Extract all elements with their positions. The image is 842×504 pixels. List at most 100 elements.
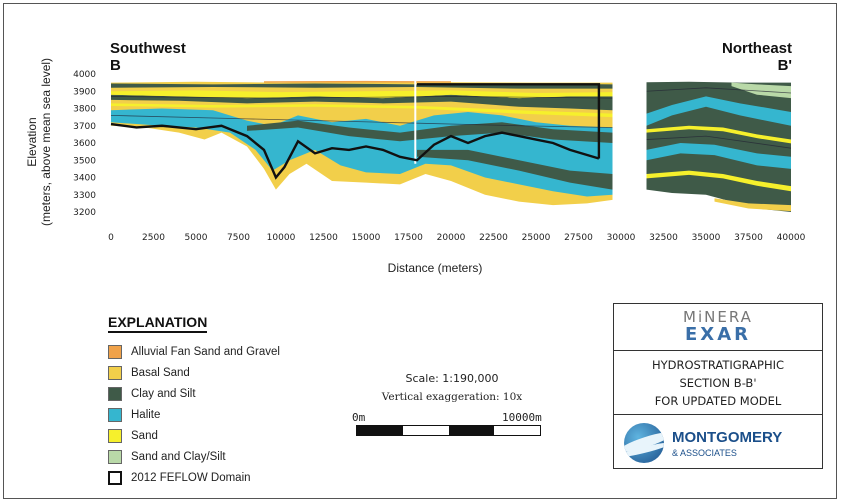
legend-item: Sand and Clay/Silt (108, 446, 348, 467)
x-tick-label: 20000 (437, 233, 466, 243)
x-tick-label: 17500 (394, 233, 423, 243)
feflow-domain-base-line (110, 122, 600, 180)
layer-boundary-line (110, 96, 613, 99)
legend-item: Sand (108, 425, 348, 446)
legend-label: Basal Sand (131, 366, 190, 379)
x-tick-label: 30000 (607, 233, 636, 243)
clay-silt-layer (111, 94, 613, 111)
x-tick-label: 40000 (777, 233, 806, 243)
x-axis-label: Distance (meters) (388, 261, 483, 275)
northeast-label: Northeast (722, 40, 792, 57)
y-tick-label: 3800 (73, 105, 96, 115)
scale-bar-segment (448, 426, 495, 435)
sand-clay-silt-layer (731, 82, 791, 99)
legend-item: Clay and Silt (108, 383, 348, 404)
alluvial-fan-layer (264, 80, 451, 83)
sand-layer (111, 103, 613, 118)
title-line-2: SECTION B-B' (679, 376, 757, 390)
feflow-domain-outline (110, 83, 601, 180)
scale-bar-start-label: 0m (352, 411, 366, 424)
scale-bar-area: 0m 10000m (352, 411, 552, 445)
stratigraphic-layers (110, 80, 792, 212)
feflow-domain-box (417, 83, 601, 159)
x-tick-label: 37500 (734, 233, 763, 243)
y-tick-label: 3600 (73, 139, 96, 149)
scale-bar-segment (402, 426, 449, 435)
legend-item: Basal Sand (108, 362, 348, 383)
legend-item: 2012 FEFLOW Domain (108, 467, 348, 488)
legend-swatch (108, 365, 122, 380)
clay-silt-layer (417, 149, 613, 190)
sand-layer (646, 170, 791, 192)
title-block: MiNERA EXAR HYDROSTRATIGRAPHIC SECTION B… (613, 303, 823, 469)
x-tick-label: 5000 (185, 233, 208, 243)
y-tick-label: 3500 (73, 156, 96, 166)
scale-block: Scale: 1:190,000 Vertical exaggeration: … (352, 372, 552, 445)
y-tick-label: 3200 (73, 208, 96, 218)
x-tick-label: 0 (108, 233, 114, 243)
x-tick-label: 2500 (142, 233, 165, 243)
legend-swatch (108, 407, 122, 422)
legend-label: Sand (131, 429, 158, 442)
legend-swatch (108, 449, 122, 464)
legend-swatch (108, 470, 122, 485)
x-tick-label: 15000 (352, 233, 381, 243)
y-tick-label: 3400 (73, 174, 96, 184)
firm-subtitle: & ASSOCIATES (672, 447, 737, 458)
x-tick-label: 22500 (479, 233, 508, 243)
x-tick-label: 10000 (267, 233, 296, 243)
montgomery-logo-text: MONTGOMERY & ASSOCIATES (672, 429, 782, 458)
x-tick-label: 32500 (649, 233, 678, 243)
y-tick-label: 3300 (73, 191, 96, 201)
sand-layer (111, 90, 613, 99)
legend-label: Sand and Clay/Silt (131, 450, 226, 463)
y-tick-label: 3900 (73, 87, 96, 97)
layer-boundary-line (110, 115, 613, 128)
explanation-heading: EXPLANATION (108, 314, 208, 333)
legend-label: 2012 FEFLOW Domain (131, 471, 251, 484)
scale-bar-end-label: 10000m (502, 411, 542, 424)
scale-text: Scale: 1:190,000 (405, 372, 499, 385)
legend-swatch (108, 386, 122, 401)
halite-layer (646, 96, 791, 126)
title-line-3: FOR UPDATED MODEL (654, 394, 782, 408)
legend-label: Clay and Silt (131, 387, 196, 400)
marker-b: B (110, 57, 121, 74)
y-tick-label: 3700 (73, 122, 96, 132)
axis-ticks: 0 2500 5000 7500 10000 12500 15000 17500 20000 22… (73, 70, 805, 243)
scale-bar-segment (494, 426, 540, 435)
x-tick-label: 25000 (522, 233, 551, 243)
y-axis-label-line1: Elevation (25, 117, 39, 166)
scale-bar-segment (357, 426, 403, 435)
basal-sand-layer (714, 198, 791, 212)
firm-name: MONTGOMERY (672, 428, 783, 446)
montgomery-logo: MONTGOMERY & ASSOCIATES (614, 415, 822, 463)
layer-boundary-line (646, 87, 792, 94)
explanation-legend: EXPLANATION Alluvial Fan Sand and Gravel… (108, 314, 348, 488)
x-tick-label: 12500 (309, 233, 338, 243)
x-tick-label: 7500 (227, 233, 250, 243)
legend-swatch (108, 344, 122, 359)
y-tick-label: 4000 (73, 70, 96, 80)
marker-b-prime: B' (778, 57, 792, 74)
legend-swatch (108, 428, 122, 443)
legend-label: Alluvial Fan Sand and Gravel (131, 345, 280, 358)
legend-item: Halite (108, 404, 348, 425)
legend-label: Halite (131, 408, 161, 421)
minera-exar-logo: MiNERA EXAR (614, 304, 822, 351)
scale-bar (356, 425, 541, 436)
x-tick-label: 27500 (564, 233, 593, 243)
vertical-exaggeration-text: Vertical exaggeration: 10x (381, 391, 523, 403)
halite-layer (646, 143, 791, 169)
y-axis-label-line2: (meters, above mean sea level) (39, 58, 53, 226)
legend-item: Alluvial Fan Sand and Gravel (108, 341, 348, 362)
sand-layer (646, 125, 791, 144)
exar-logo-text: EXAR (685, 324, 751, 345)
wave-logo-icon (624, 423, 664, 463)
section-title: HYDROSTRATIGRAPHIC SECTION B-B' FOR UPDA… (614, 351, 822, 415)
layer-boundary-line (646, 135, 792, 149)
minera-logo-text: MiNERA (683, 308, 753, 326)
title-line-1: HYDROSTRATIGRAPHIC (651, 358, 785, 372)
